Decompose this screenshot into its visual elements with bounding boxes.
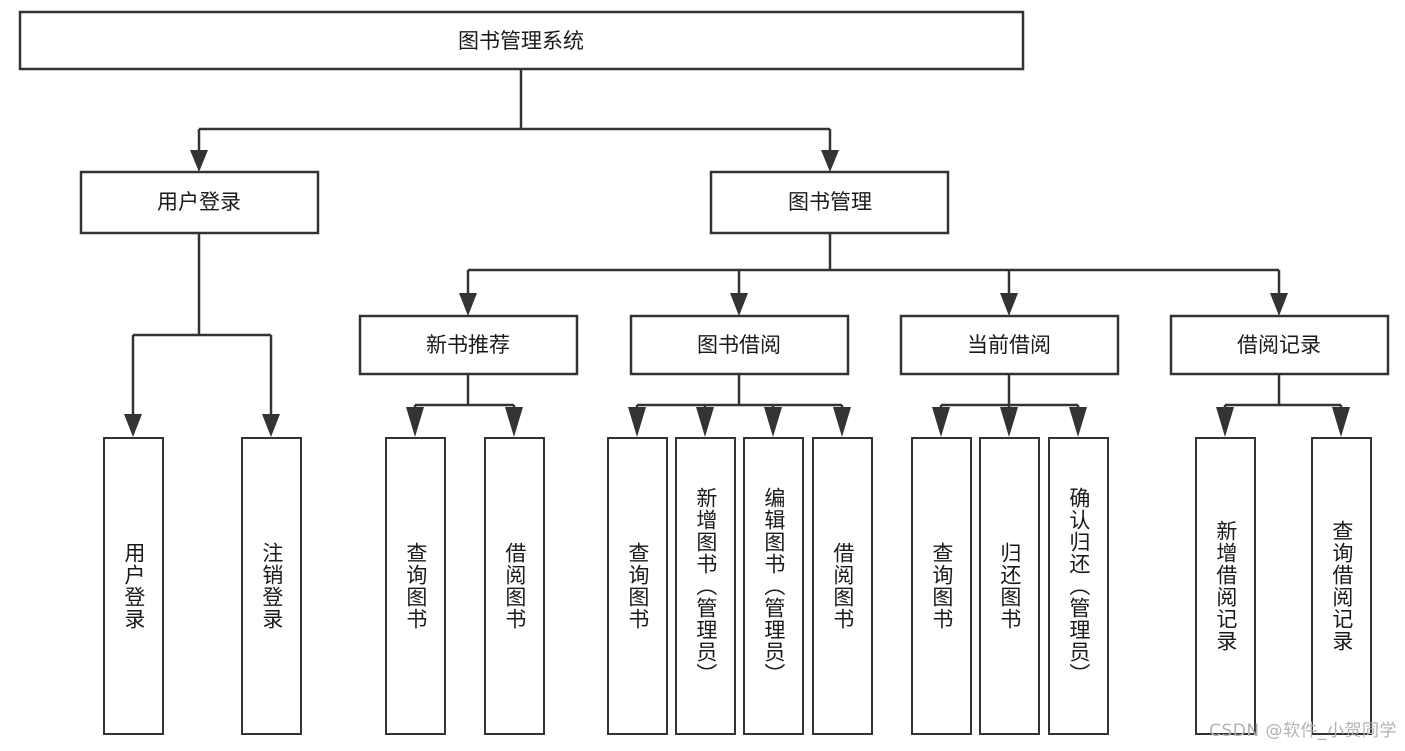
leaf-current-borrow-2[interactable]: 归还图书 [979, 437, 1040, 735]
user-login-label: 用户登录 [157, 190, 241, 214]
borrow-record-label: 借阅记录 [1237, 333, 1321, 357]
leaf-label: 注销登录 [259, 542, 284, 630]
node-new-book-recommend[interactable]: 新书推荐 [358, 314, 579, 376]
leaf-label: 确认归还（管理员） [1066, 487, 1091, 685]
arrow-head-icon [1270, 293, 1288, 316]
node-book-manage[interactable]: 图书管理 [709, 170, 950, 235]
new-book-recommend-box[interactable] [358, 314, 579, 376]
connector-user-login-to-leaves [124, 233, 280, 437]
leaf-new-book-1[interactable]: 查询图书 [385, 437, 446, 735]
connector-borrow-record-to-leaves [1216, 374, 1350, 437]
current-borrow-label: 当前借阅 [967, 333, 1051, 357]
arrow-head-icon [696, 407, 714, 437]
book-manage-label: 图书管理 [788, 190, 872, 214]
leaf-borrow-record-2[interactable]: 查询借阅记录 [1311, 437, 1372, 735]
root-box[interactable] [18, 10, 1025, 71]
leaf-book-borrow-3[interactable]: 编辑图书（管理员） [743, 437, 804, 735]
arrow-head-icon [190, 150, 208, 172]
arrow-head-icon [262, 414, 280, 437]
leaf-user-login-1[interactable]: 用户登录 [103, 437, 164, 735]
root-label: 图书管理系统 [458, 29, 584, 53]
leaf-borrow-record-1[interactable]: 新增借阅记录 [1195, 437, 1256, 735]
leaf-label: 新增图书（管理员） [693, 487, 718, 685]
new-book-recommend-label: 新书推荐 [426, 333, 510, 357]
node-current-borrow[interactable]: 当前借阅 [899, 314, 1120, 376]
leaf-book-borrow-1[interactable]: 查询图书 [607, 437, 668, 735]
arrow-head-icon [124, 414, 142, 437]
book-borrow-label: 图书借阅 [697, 333, 781, 357]
arrow-head-icon [932, 407, 950, 437]
node-book-borrow[interactable]: 图书借阅 [629, 314, 850, 376]
connector-current-borrow-to-leaves [932, 374, 1087, 437]
arrow-head-icon [1000, 407, 1018, 437]
arrow-head-icon [406, 407, 424, 437]
leaf-user-login-2[interactable]: 注销登录 [241, 437, 302, 735]
connector-book-borrow-to-leaves [628, 374, 851, 437]
leaf-current-borrow-1[interactable]: 查询图书 [911, 437, 972, 735]
arrow-head-icon [1069, 407, 1087, 437]
leaf-label: 编辑图书（管理员） [761, 487, 786, 685]
leaf-label: 借阅图书 [502, 542, 527, 630]
watermark: CSDN @软件_小贺同学 [1209, 721, 1397, 741]
arrow-head-icon [628, 407, 646, 437]
leaf-current-borrow-3[interactable]: 确认归还（管理员） [1048, 437, 1109, 735]
arrow-head-icon [764, 407, 782, 437]
leaf-label: 归还图书 [997, 542, 1022, 630]
book-borrow-box[interactable] [629, 314, 850, 376]
arrow-head-icon [1332, 407, 1350, 437]
leaf-label: 查询借阅记录 [1329, 520, 1354, 652]
leaf-label: 用户登录 [121, 542, 146, 630]
connector-root-to-level1 [190, 69, 839, 172]
node-root[interactable]: 图书管理系统 [18, 10, 1025, 71]
arrow-head-icon [730, 293, 748, 316]
leaf-label: 查询图书 [403, 542, 428, 630]
arrow-head-icon [505, 407, 523, 437]
current-borrow-box[interactable] [899, 314, 1120, 376]
arrow-head-icon [833, 407, 851, 437]
leaf-new-book-2[interactable]: 借阅图书 [484, 437, 545, 735]
connector-new-book-to-leaves [406, 374, 523, 437]
leaf-book-borrow-4[interactable]: 借阅图书 [812, 437, 873, 735]
arrow-head-icon [1216, 407, 1234, 437]
arrow-head-icon [1000, 293, 1018, 316]
leaf-book-borrow-2[interactable]: 新增图书（管理员） [675, 437, 736, 735]
leaf-label: 查询图书 [929, 542, 954, 630]
node-user-login[interactable]: 用户登录 [79, 170, 320, 235]
connector-book-manage-to-level2 [459, 233, 1288, 316]
leaf-label: 查询图书 [625, 542, 650, 630]
arrow-head-icon [821, 150, 839, 172]
leaf-label: 新增借阅记录 [1213, 520, 1238, 652]
leaf-label: 借阅图书 [830, 542, 855, 630]
node-borrow-record[interactable]: 借阅记录 [1169, 314, 1390, 376]
arrow-head-icon [459, 293, 477, 316]
